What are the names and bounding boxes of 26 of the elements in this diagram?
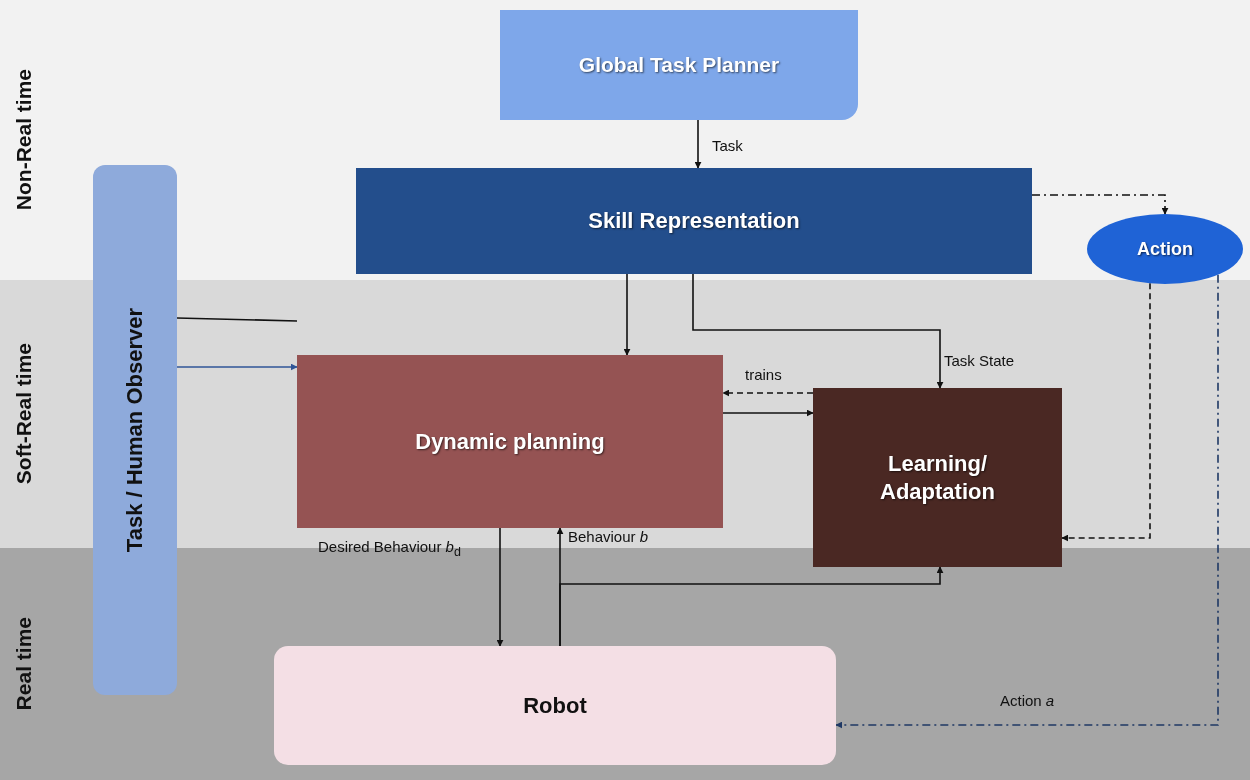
dashed-arrow xyxy=(835,273,1219,729)
process-box: Skill Representation xyxy=(356,168,1032,274)
edge-label: Desired Behaviour b$_{d}$ xyxy=(318,538,461,559)
process-box: Learning/ Adaptation xyxy=(813,388,1062,567)
vertical-box: Task / Human Observer xyxy=(93,165,177,695)
arrow xyxy=(496,527,504,647)
band-label: Real time xyxy=(12,617,36,711)
edge-label: Action a xyxy=(1000,692,1055,709)
dashed-arrow xyxy=(722,389,814,397)
band-label: Soft-Real time xyxy=(12,343,36,485)
arrow xyxy=(559,566,944,647)
dashed-arrow xyxy=(1061,282,1151,542)
arrow xyxy=(722,409,814,417)
process-box: Robot xyxy=(274,646,836,765)
edge-label: trains xyxy=(745,366,782,383)
edge-label: Task State xyxy=(944,352,1015,369)
arrow xyxy=(623,273,631,356)
edge-label: Behaviour b xyxy=(568,528,649,545)
dashed-arrow xyxy=(1031,194,1169,215)
arrow xyxy=(694,119,702,169)
process-box: Dynamic planning xyxy=(297,355,723,528)
arrow xyxy=(692,273,944,389)
band-label: Non-Real time xyxy=(12,69,36,211)
edge-label: Task xyxy=(712,137,743,154)
process-box: Global Task Planner xyxy=(500,10,858,120)
arrow xyxy=(176,363,298,371)
